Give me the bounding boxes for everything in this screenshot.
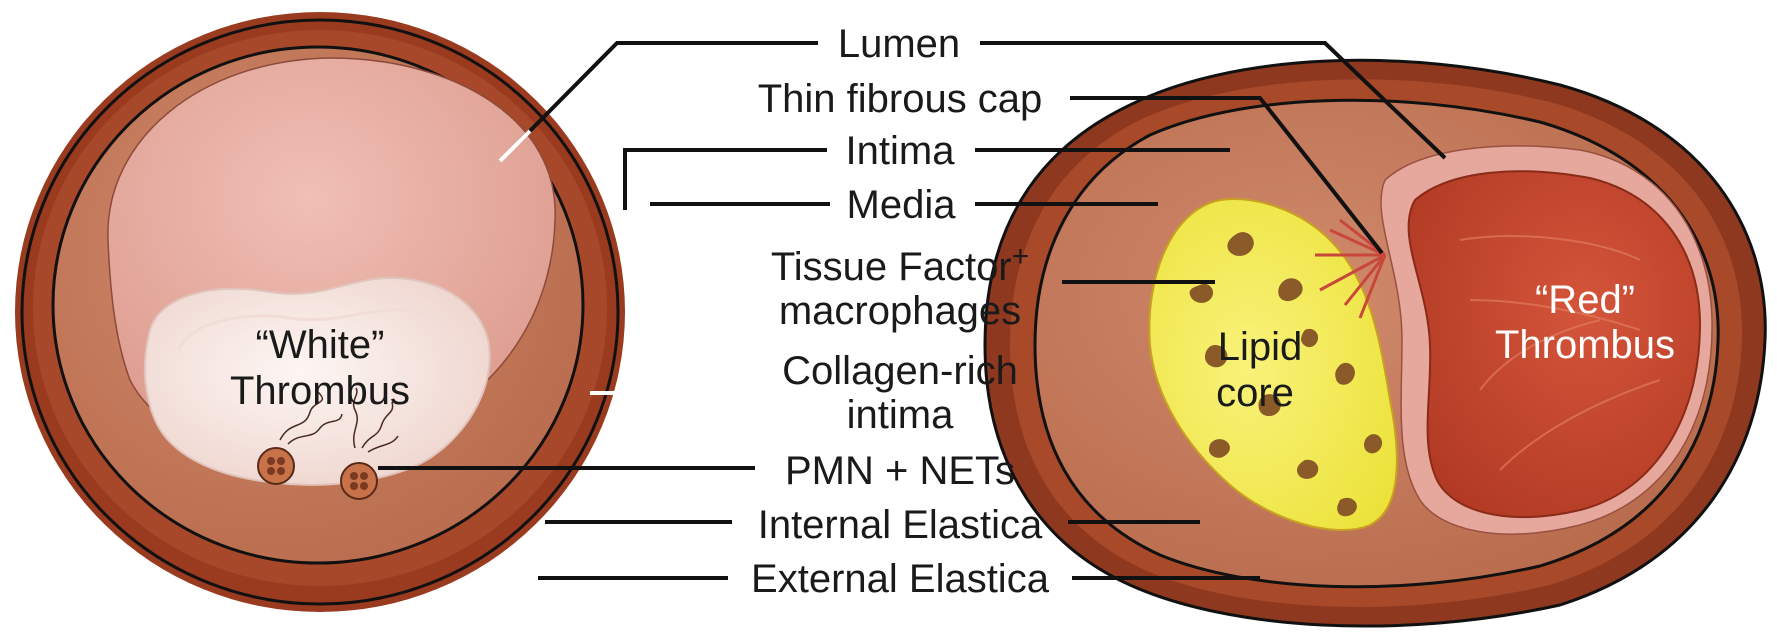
left-vessel: “White” Thrombus: [15, 12, 625, 612]
lipid-core-label-line2: core: [1216, 371, 1294, 415]
leader-intima-left: [625, 150, 827, 210]
label-pmn-nets: PMN + NETs: [785, 449, 1015, 493]
lipid-core-label-line1: Lipid: [1218, 325, 1303, 369]
white-thrombus-label-line2: Thrombus: [230, 369, 410, 413]
label-tissue-factor: Tissue Factor+: [771, 240, 1029, 289]
label-lumen: Lumen: [838, 22, 960, 66]
label-thin-fibrous-cap: Thin fibrous cap: [758, 77, 1043, 121]
right-vessel: Lipid core “Red” Thrombus: [985, 60, 1765, 626]
label-intima: Intima: [846, 129, 956, 173]
label-media: Media: [847, 183, 957, 227]
label-tissue-factor-sup: +: [1012, 240, 1030, 273]
red-thrombus-label-line2: Thrombus: [1495, 323, 1675, 367]
label-internal-elastica: Internal Elastica: [758, 503, 1043, 547]
label-collagen-rich: Collagen-rich: [782, 349, 1018, 393]
red-thrombus-label-line1: “Red”: [1535, 278, 1635, 322]
label-macrophages: macrophages: [779, 289, 1021, 333]
label-external-elastica: External Elastica: [751, 557, 1050, 601]
white-thrombus-label-line1: “White”: [256, 323, 385, 367]
center-labels: Lumen Thin fibrous cap Intima Media Tiss…: [751, 22, 1050, 601]
label-collagen-intima: intima: [847, 393, 954, 437]
